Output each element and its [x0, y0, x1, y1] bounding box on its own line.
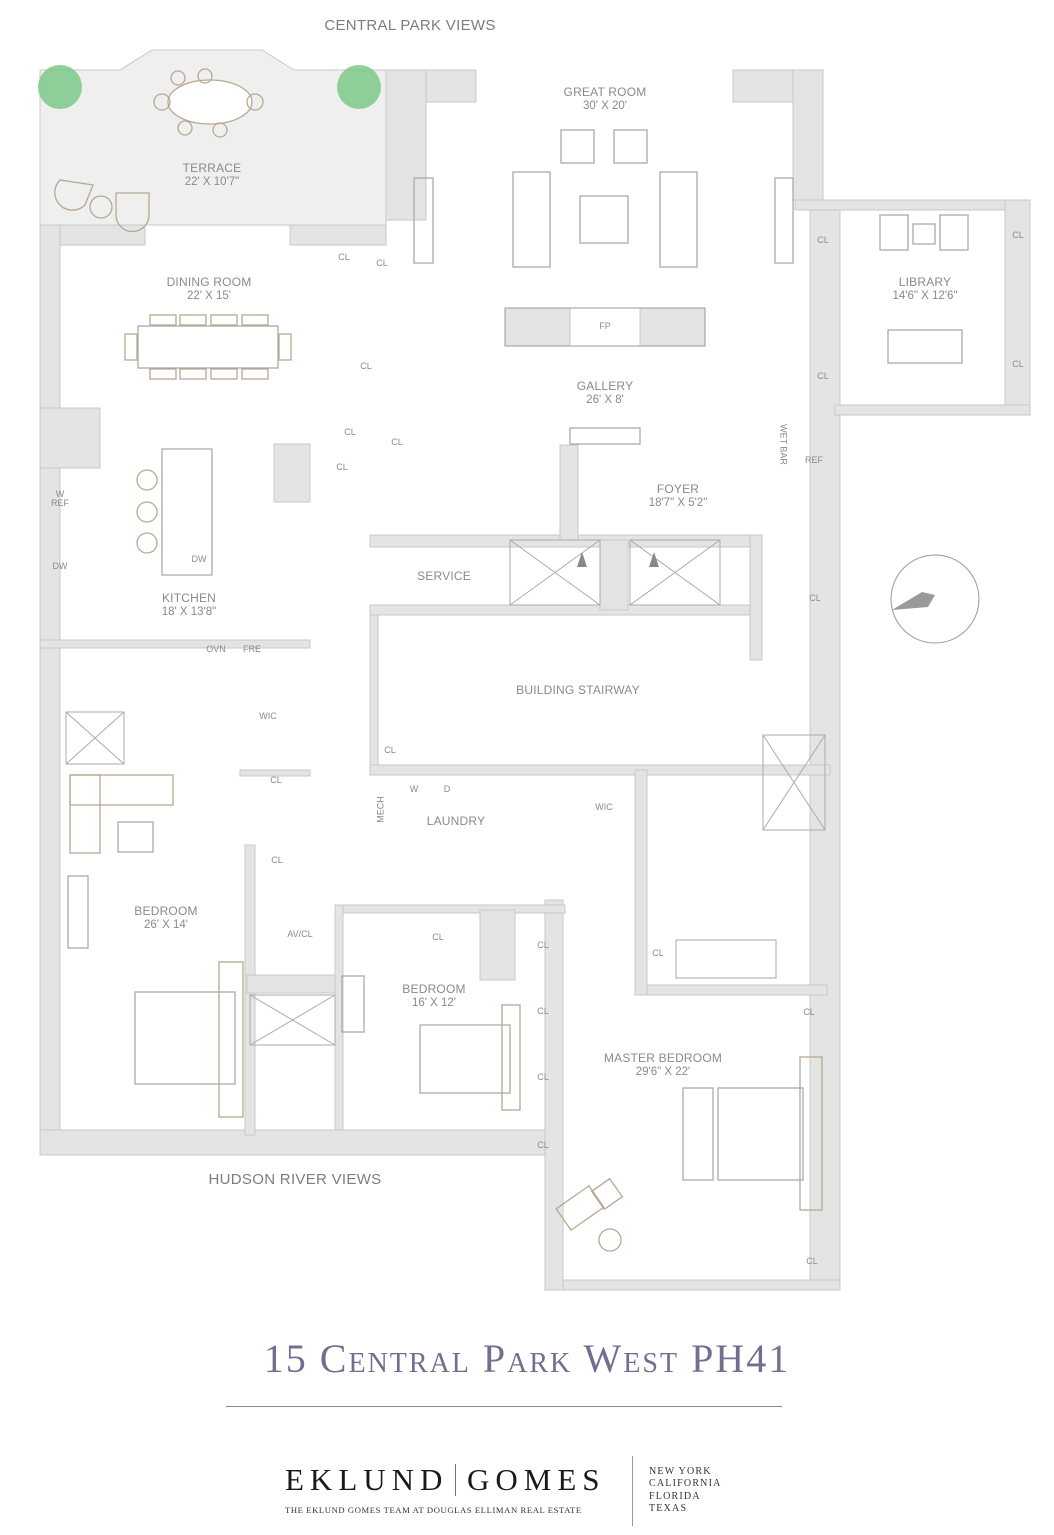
brand-tagline: THE EKLUND GOMES TEAM AT DOUGLAS ELLIMAN…: [285, 1505, 582, 1515]
terrace-trees: [38, 65, 381, 109]
w-ref-line1: W: [55, 489, 65, 499]
room-dimensions: 18'7" X 5'2": [648, 497, 708, 509]
av-cl-label: AV/CL: [287, 929, 313, 939]
fre-label: FRE: [243, 644, 261, 654]
closet-label: CL: [376, 258, 388, 268]
room-building-stairway: BUILDING STAIRWAY: [516, 683, 640, 697]
room-library: LIBRARY 14'6" X 12'6": [893, 274, 958, 303]
closet-label: CL: [360, 361, 372, 371]
room-name: DINING ROOM: [166, 275, 252, 289]
brand-separator: [455, 1464, 456, 1496]
view-label-bottom: HUDSON RIVER VIEWS: [208, 1171, 382, 1188]
furniture: [54, 68, 969, 1252]
room-name: TERRACE: [182, 161, 242, 175]
room-foyer: FOYER 18'7" X 5'2": [649, 481, 708, 510]
room-laundry: LAUNDRY: [426, 814, 486, 828]
walls: [39, 49, 1031, 1291]
closet-label: CL: [344, 427, 356, 437]
location-item: NEW YORK: [649, 1466, 712, 1477]
closet-label: CL: [817, 371, 829, 381]
location-item: CALIFORNIA: [649, 1478, 722, 1490]
closet-label: CL: [803, 1007, 815, 1017]
mech-label: MECH: [375, 796, 386, 823]
room-dining-room: DINING ROOM 22' X 15': [167, 274, 252, 303]
title-divider: [226, 1406, 782, 1407]
room-name: BEDROOM: [134, 904, 198, 918]
room-dimensions: 22' X 10'7": [184, 176, 240, 188]
room-name: MASTER BEDROOM: [603, 1051, 723, 1065]
closet-label: CL: [537, 940, 549, 950]
room-name: GALLERY: [576, 379, 634, 393]
room-name: KITCHEN: [161, 591, 217, 605]
wic-label-2: WIC: [595, 802, 613, 812]
closet-label: CL: [537, 1072, 549, 1082]
room-master-bedroom: MASTER BEDROOM 29'6" X 22': [604, 1050, 722, 1079]
room-great-room: GREAT ROOM 30' X 20': [564, 84, 647, 113]
room-service: SERVICE: [417, 569, 471, 583]
closet-label: CL: [806, 1256, 818, 1266]
brand-name-left: EKLUND: [285, 1462, 449, 1497]
room-name: FOYER: [656, 482, 700, 496]
property-title: 15 Central Park West PH41: [263, 1336, 791, 1381]
wic-label-1: WIC: [259, 711, 277, 721]
dryer-label: D: [443, 784, 451, 794]
location-item: FLORIDA: [649, 1490, 701, 1502]
room-kitchen: KITCHEN 18' X 13'8": [162, 590, 217, 619]
room-name: LIBRARY: [898, 275, 952, 289]
w-ref-label: W REF: [51, 490, 69, 508]
room-dimensions: 30' X 20': [582, 100, 628, 112]
brand-divider: [632, 1456, 633, 1526]
room-dimensions: 26' X 14': [143, 919, 189, 931]
closet-label: CL: [652, 948, 664, 958]
w-ref-line2: REF: [51, 498, 69, 508]
closet-label: CL: [384, 745, 396, 755]
closet-label: CL: [336, 462, 348, 472]
closet-label: CL: [817, 235, 829, 245]
view-label-top: CENTRAL PARK VIEWS: [324, 17, 496, 34]
closet-label: CL: [809, 593, 821, 603]
fixtures: [65, 307, 826, 1046]
brand-name-right: GOMES: [467, 1462, 606, 1497]
room-dimensions: 26' X 8': [586, 394, 624, 406]
ovn-label: OVN: [206, 644, 226, 654]
dw-label: DW: [52, 561, 68, 571]
closet-label: CL: [1012, 230, 1024, 240]
room-name: GREAT ROOM: [563, 85, 647, 99]
closet-label: CL: [391, 437, 403, 447]
elevator-arrows: [577, 552, 659, 567]
brand-logo: EKLUND GOMES THE EKLUND GOMES TEAM AT DO…: [285, 1456, 745, 1532]
closet-label: CL: [1012, 359, 1024, 369]
room-name: BEDROOM: [402, 982, 466, 996]
closet-label: CL: [537, 1140, 549, 1150]
floor-plan: [38, 49, 1031, 1291]
room-bedroom-1: BEDROOM 26' X 14': [134, 903, 197, 932]
room-gallery: GALLERY 26' X 8': [577, 378, 634, 407]
room-bedroom-2: BEDROOM 16' X 12': [402, 981, 465, 1010]
room-terrace: TERRACE 22' X 10'7": [183, 160, 242, 189]
dw-island-label: DW: [191, 554, 207, 564]
terrace-floor: [39, 49, 387, 226]
room-dimensions: 29'6" X 22': [635, 1066, 691, 1078]
room-dimensions: 22' X 15': [186, 290, 232, 302]
location-item: TEXAS: [649, 1502, 688, 1514]
closet-label: CL: [338, 252, 350, 262]
room-dimensions: 18' X 13'8": [161, 606, 217, 618]
room-dimensions: 14'6" X 12'6": [892, 290, 958, 302]
washer-label: W: [409, 784, 419, 794]
closet-label: CL: [432, 932, 444, 942]
fireplace-label: FP: [599, 321, 611, 331]
ref-label: REF: [805, 455, 823, 465]
closet-label: CL: [537, 1006, 549, 1016]
brand-locations: NEW YORK CALIFORNIA FLORIDA TEXAS: [649, 1466, 722, 1515]
closet-label: CL: [270, 775, 282, 785]
closet-label: CL: [271, 855, 283, 865]
wet-bar-label: WET BAR: [778, 424, 789, 465]
room-dimensions: 16' X 12': [411, 997, 457, 1009]
compass-icon: [890, 554, 980, 644]
